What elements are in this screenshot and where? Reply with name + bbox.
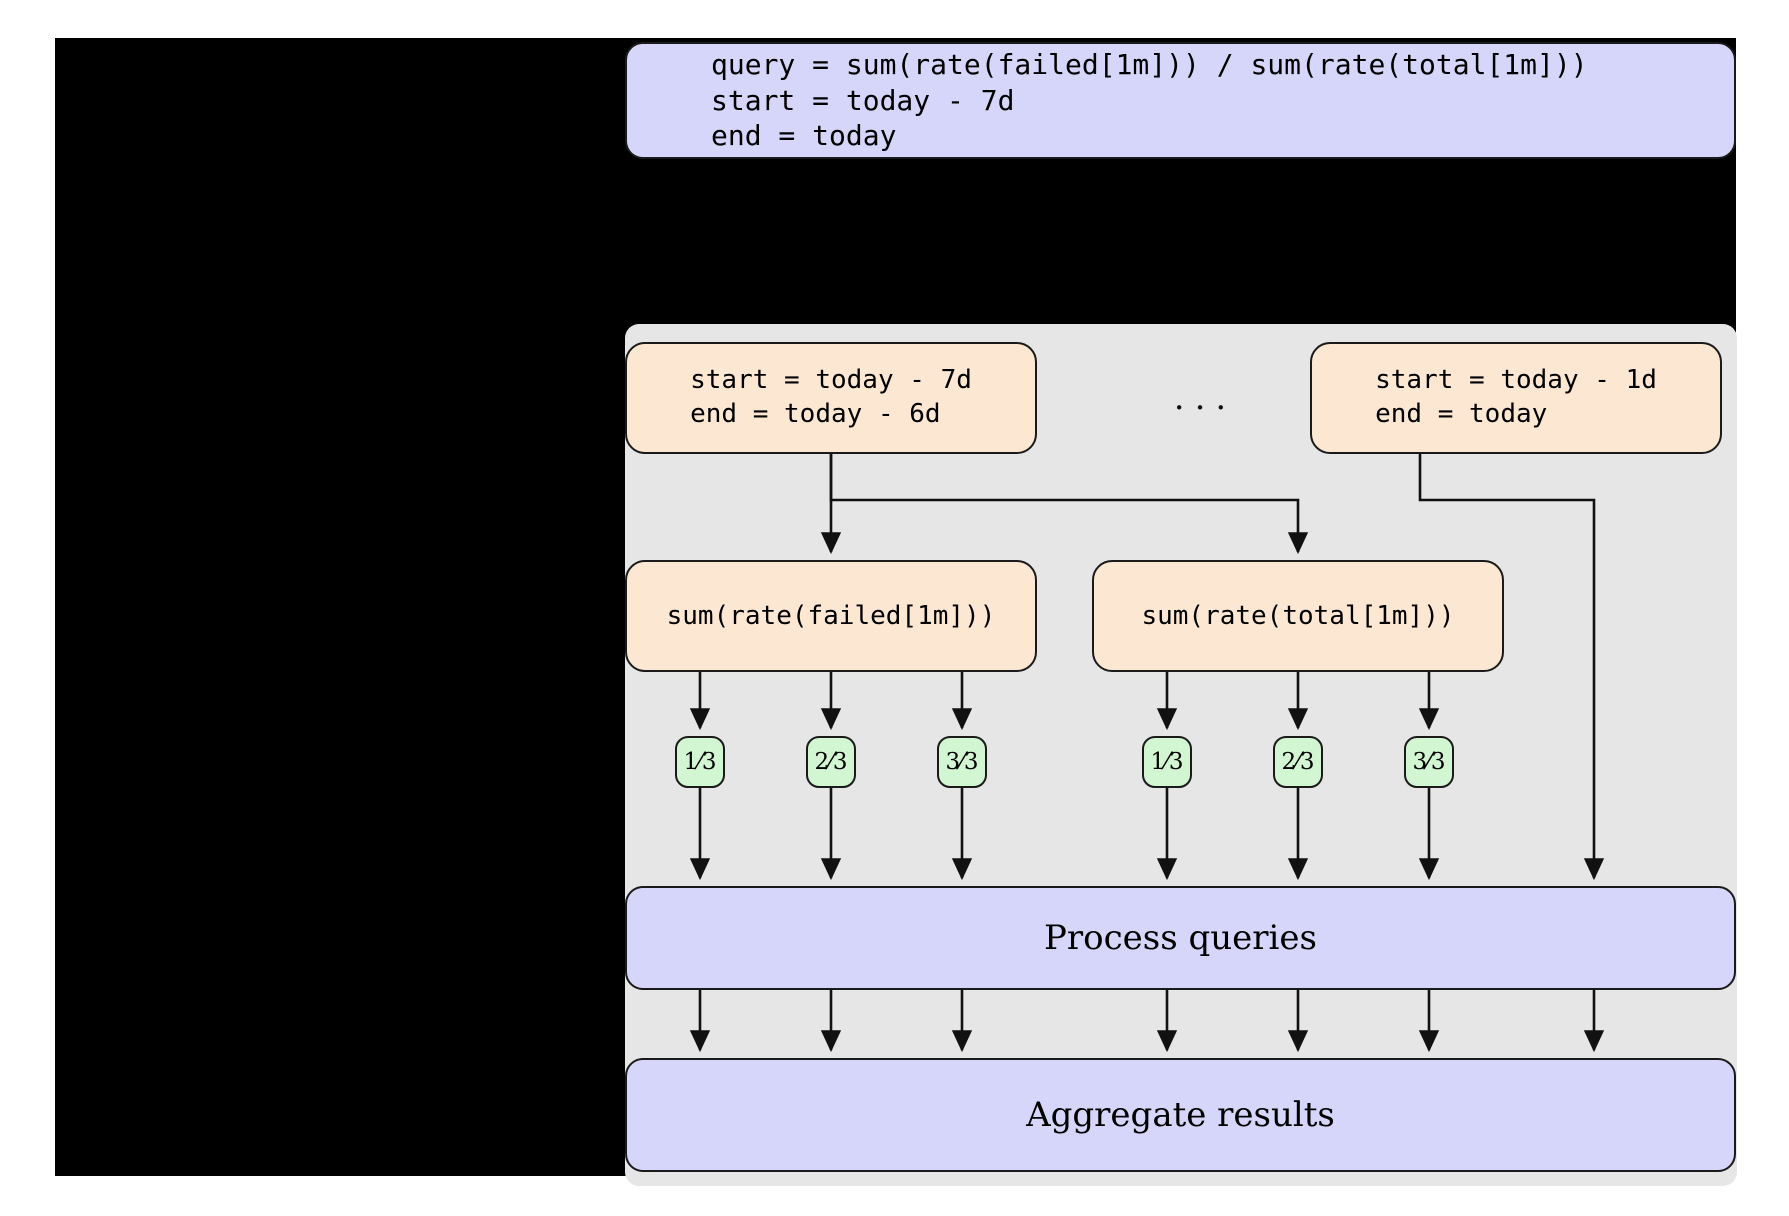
stage-aggregate-results: Aggregate results — [625, 1058, 1736, 1172]
shard-chip-5-label: 2⁄3 — [1281, 748, 1315, 775]
original-query-box: query = sum(rate(failed[1m])) / sum(rate… — [625, 42, 1736, 159]
stage-process-queries: Process queries — [625, 886, 1736, 990]
original-query-text: query = sum(rate(failed[1m])) / sum(rate… — [711, 47, 1588, 153]
shard-chip-1: 1⁄3 — [675, 736, 725, 788]
shard-chip-2: 2⁄3 — [806, 736, 856, 788]
shard-chip-3-label: 3⁄3 — [945, 748, 979, 775]
shard-chip-4: 1⁄3 — [1142, 736, 1192, 788]
subquery-box-failed: sum(rate(failed[1m])) — [625, 560, 1037, 672]
subquery-box-total: sum(rate(total[1m])) — [1092, 560, 1504, 672]
shard-chip-3: 3⁄3 — [937, 736, 987, 788]
time-range-last-text: start = today - 1d end = today — [1375, 365, 1657, 429]
shard-chip-6-label: 3⁄3 — [1412, 748, 1446, 775]
shard-chip-4-label: 1⁄3 — [1150, 748, 1184, 775]
shard-chip-2-label: 2⁄3 — [814, 748, 848, 775]
time-range-box-first: start = today - 7d end = today - 6d — [625, 342, 1037, 454]
time-range-box-last: start = today - 1d end = today — [1310, 342, 1722, 454]
shard-chip-5: 2⁄3 — [1273, 736, 1323, 788]
time-range-first-text: start = today - 7d end = today - 6d — [690, 365, 972, 429]
range-ellipsis: ... — [1173, 378, 1237, 418]
shard-chip-1-label: 1⁄3 — [683, 748, 717, 775]
shard-chip-6: 3⁄3 — [1404, 736, 1454, 788]
